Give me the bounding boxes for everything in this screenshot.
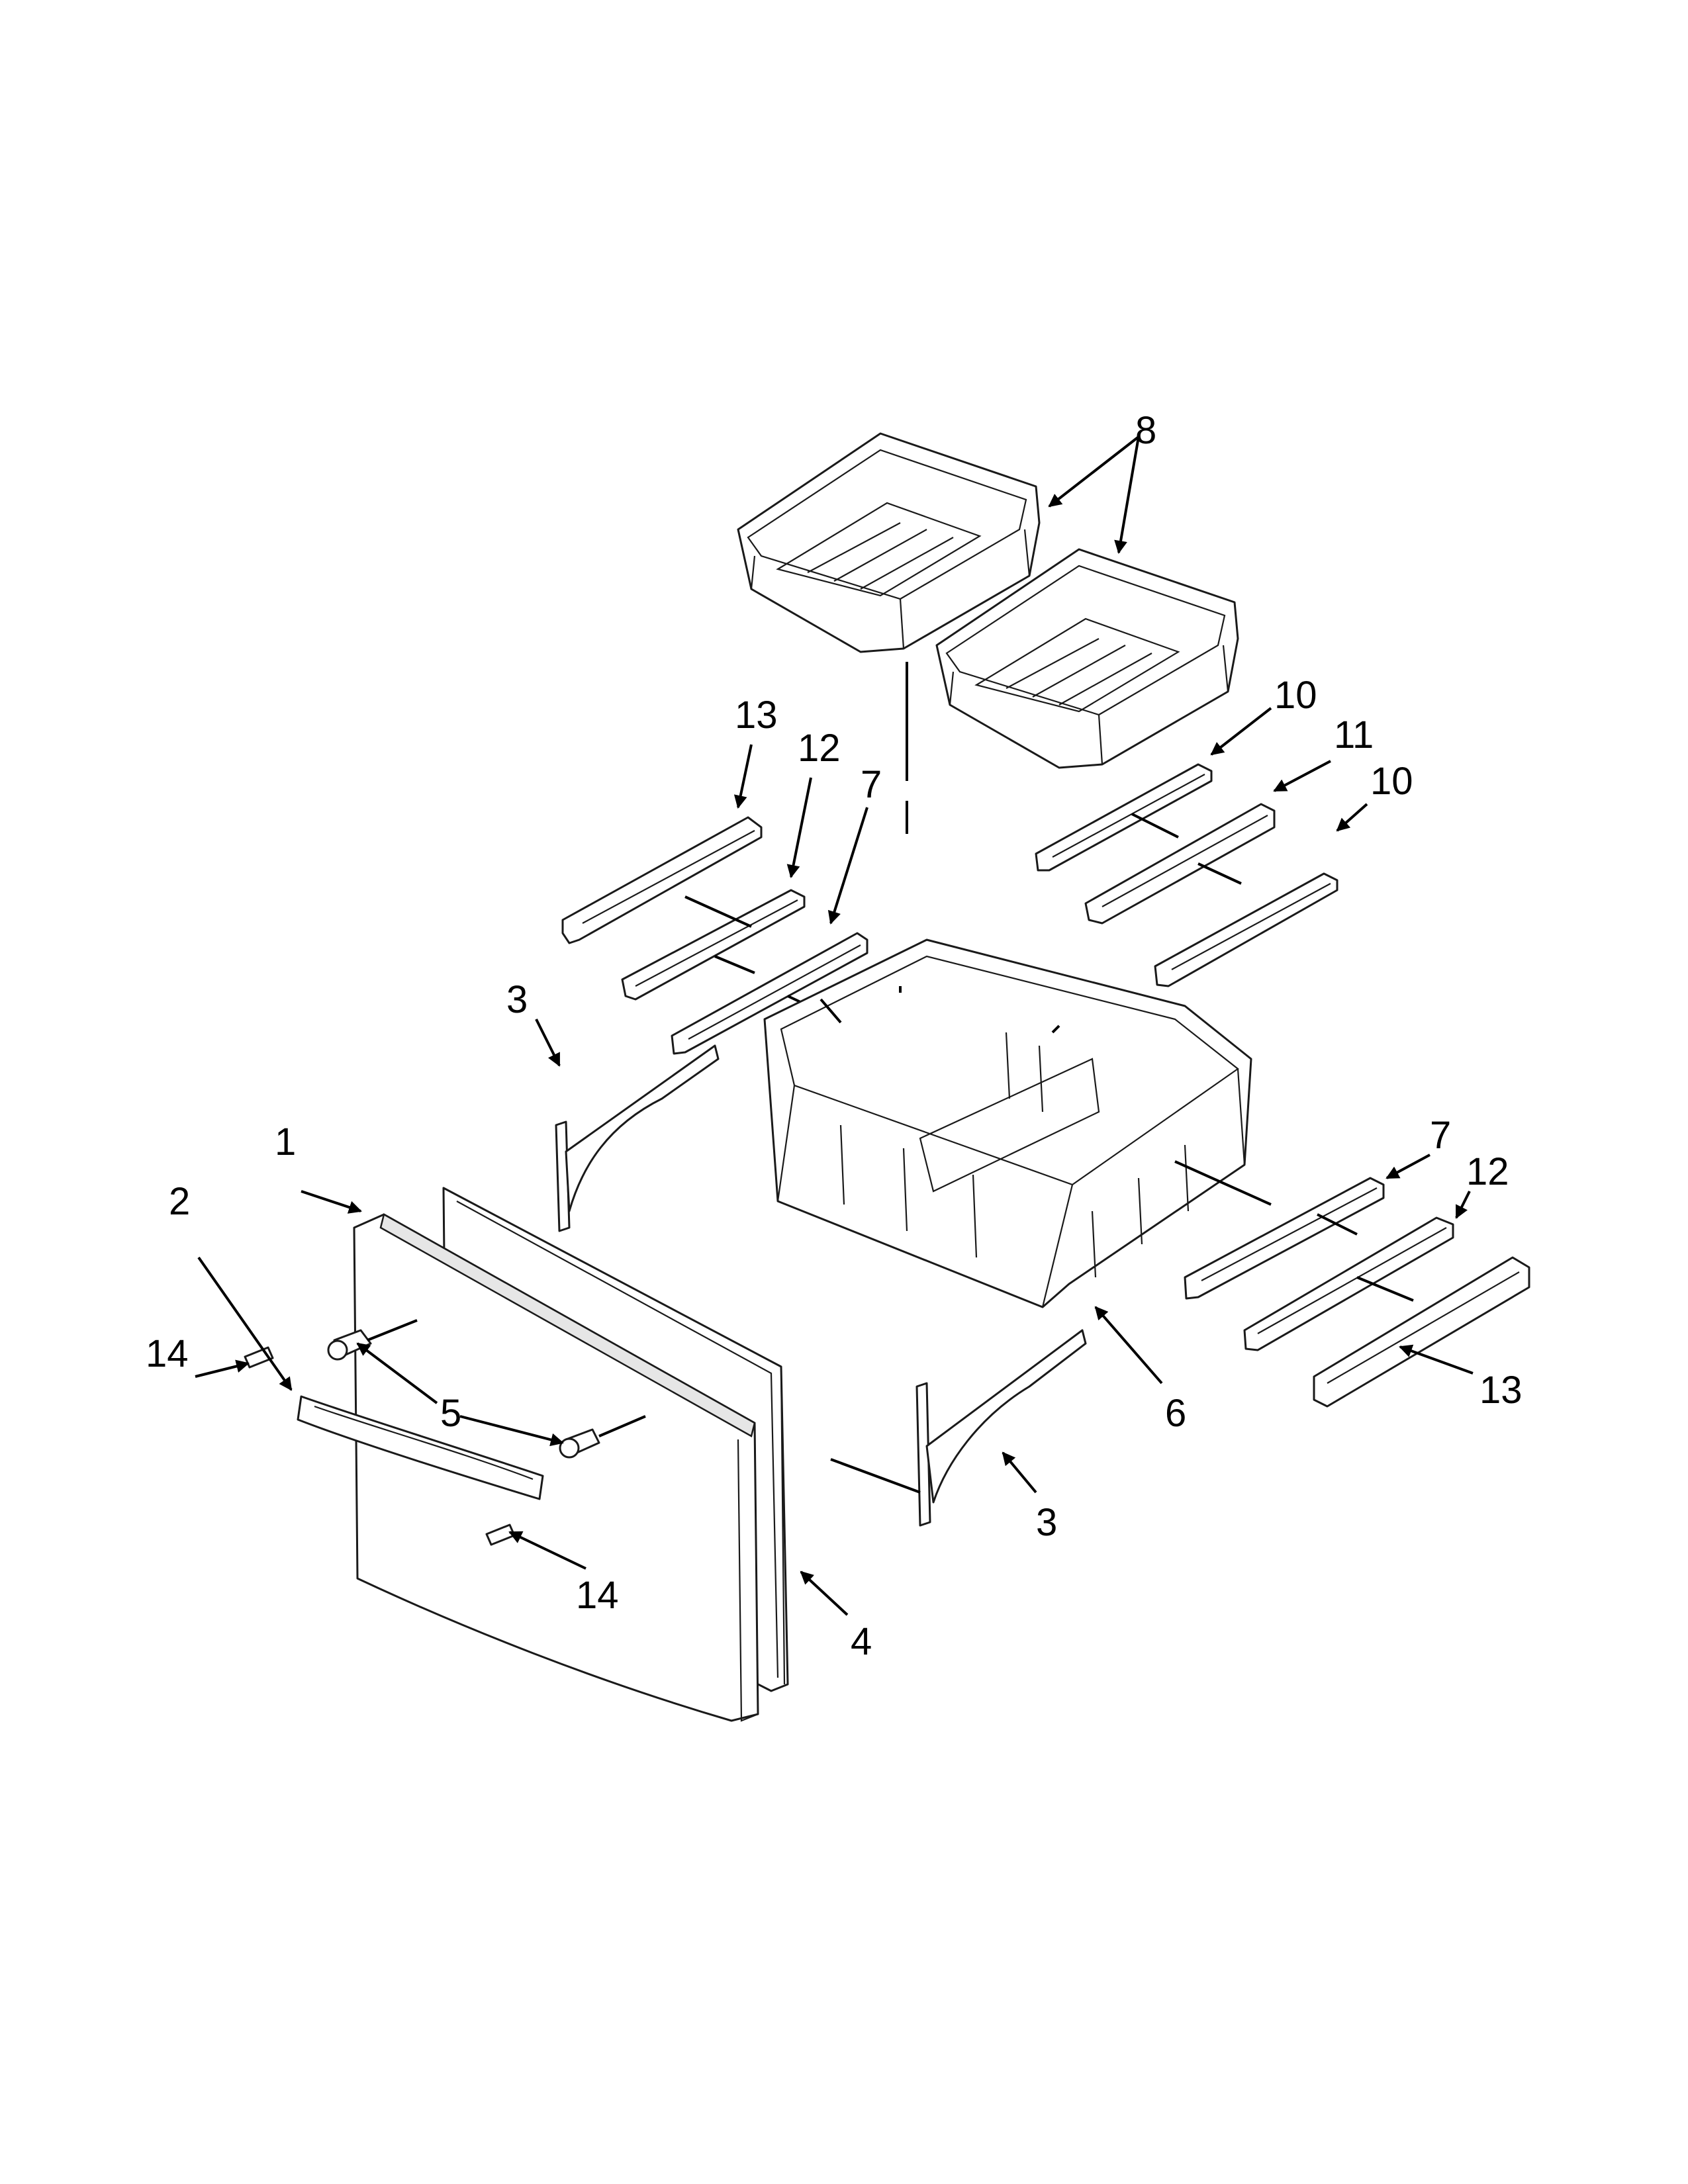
- callout-12-upper-left: 12: [798, 727, 841, 770]
- callout-3-left: 3: [506, 978, 528, 1021]
- rail-cover-13-left: [561, 816, 763, 944]
- callout-4: 4: [851, 1620, 872, 1663]
- callout-14-right: 14: [576, 1574, 619, 1617]
- rail-12-left: [621, 889, 806, 1001]
- callout-5: 5: [440, 1392, 461, 1435]
- callout-10-lower: 10: [1370, 760, 1413, 803]
- callout-13-right: 13: [1479, 1369, 1523, 1412]
- rail-7-left: [671, 932, 868, 1055]
- door-handle: [297, 1395, 544, 1500]
- callout-14-left: 14: [146, 1332, 189, 1375]
- callout-12-right: 12: [1466, 1150, 1509, 1193]
- callout-10-upper: 10: [1274, 674, 1317, 717]
- freezer-drawer-basket: [763, 938, 1252, 1308]
- callout-3-right: 3: [1036, 1501, 1057, 1544]
- callout-2: 2: [169, 1180, 190, 1223]
- freezer-door: [353, 1213, 759, 1722]
- callout-1: 1: [275, 1120, 296, 1163]
- handle-screw-lower: [559, 1428, 600, 1459]
- callout-13-upper-left: 13: [735, 694, 778, 737]
- bracket-3-left: [555, 1044, 720, 1232]
- rail-10-lower: [1154, 872, 1338, 987]
- callout-7-right: 7: [1430, 1114, 1451, 1157]
- crisper-basket-upper-left: [737, 432, 1041, 653]
- rail-10-upper: [1035, 763, 1213, 872]
- callout-8: 8: [1135, 409, 1156, 452]
- callout-leaders: [195, 435, 1474, 1616]
- rail-11: [1084, 803, 1276, 925]
- rail-cover-13-right: [1313, 1256, 1530, 1408]
- rail-7-right: [1184, 1177, 1385, 1300]
- callout-6: 6: [1165, 1392, 1186, 1435]
- rail-12-right: [1243, 1216, 1454, 1351]
- bracket-3-right: [915, 1329, 1087, 1527]
- callout-11: 11: [1334, 713, 1374, 756]
- crisper-basket-lower-right: [935, 548, 1239, 769]
- callout-7-upper-left: 7: [861, 763, 882, 806]
